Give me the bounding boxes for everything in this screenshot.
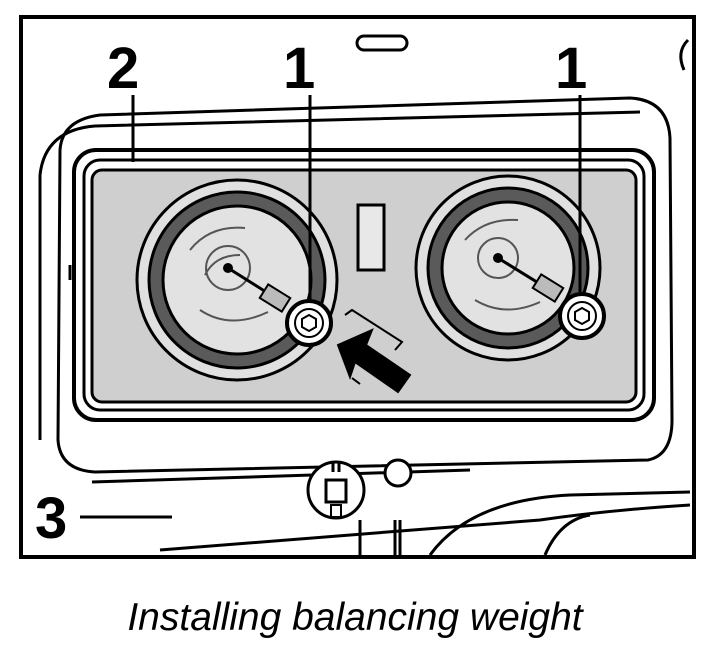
callout-screw-left: 1 [283, 36, 315, 101]
top-slot [355, 34, 409, 52]
small-hole [383, 458, 413, 488]
callout-screw-right: 1 [555, 36, 587, 101]
lock-keyhole [306, 460, 366, 520]
leader-lines [80, 95, 582, 519]
left-hub [135, 178, 339, 382]
installation-arrow [336, 308, 412, 394]
callout-weight: 2 [107, 36, 139, 101]
plate-slot [356, 203, 386, 272]
callout-part: 3 [35, 486, 67, 551]
left-screw [227, 266, 333, 347]
figure-caption: Installing balancing weight [127, 596, 583, 639]
right-hub [414, 174, 602, 362]
right-screw [497, 256, 606, 340]
